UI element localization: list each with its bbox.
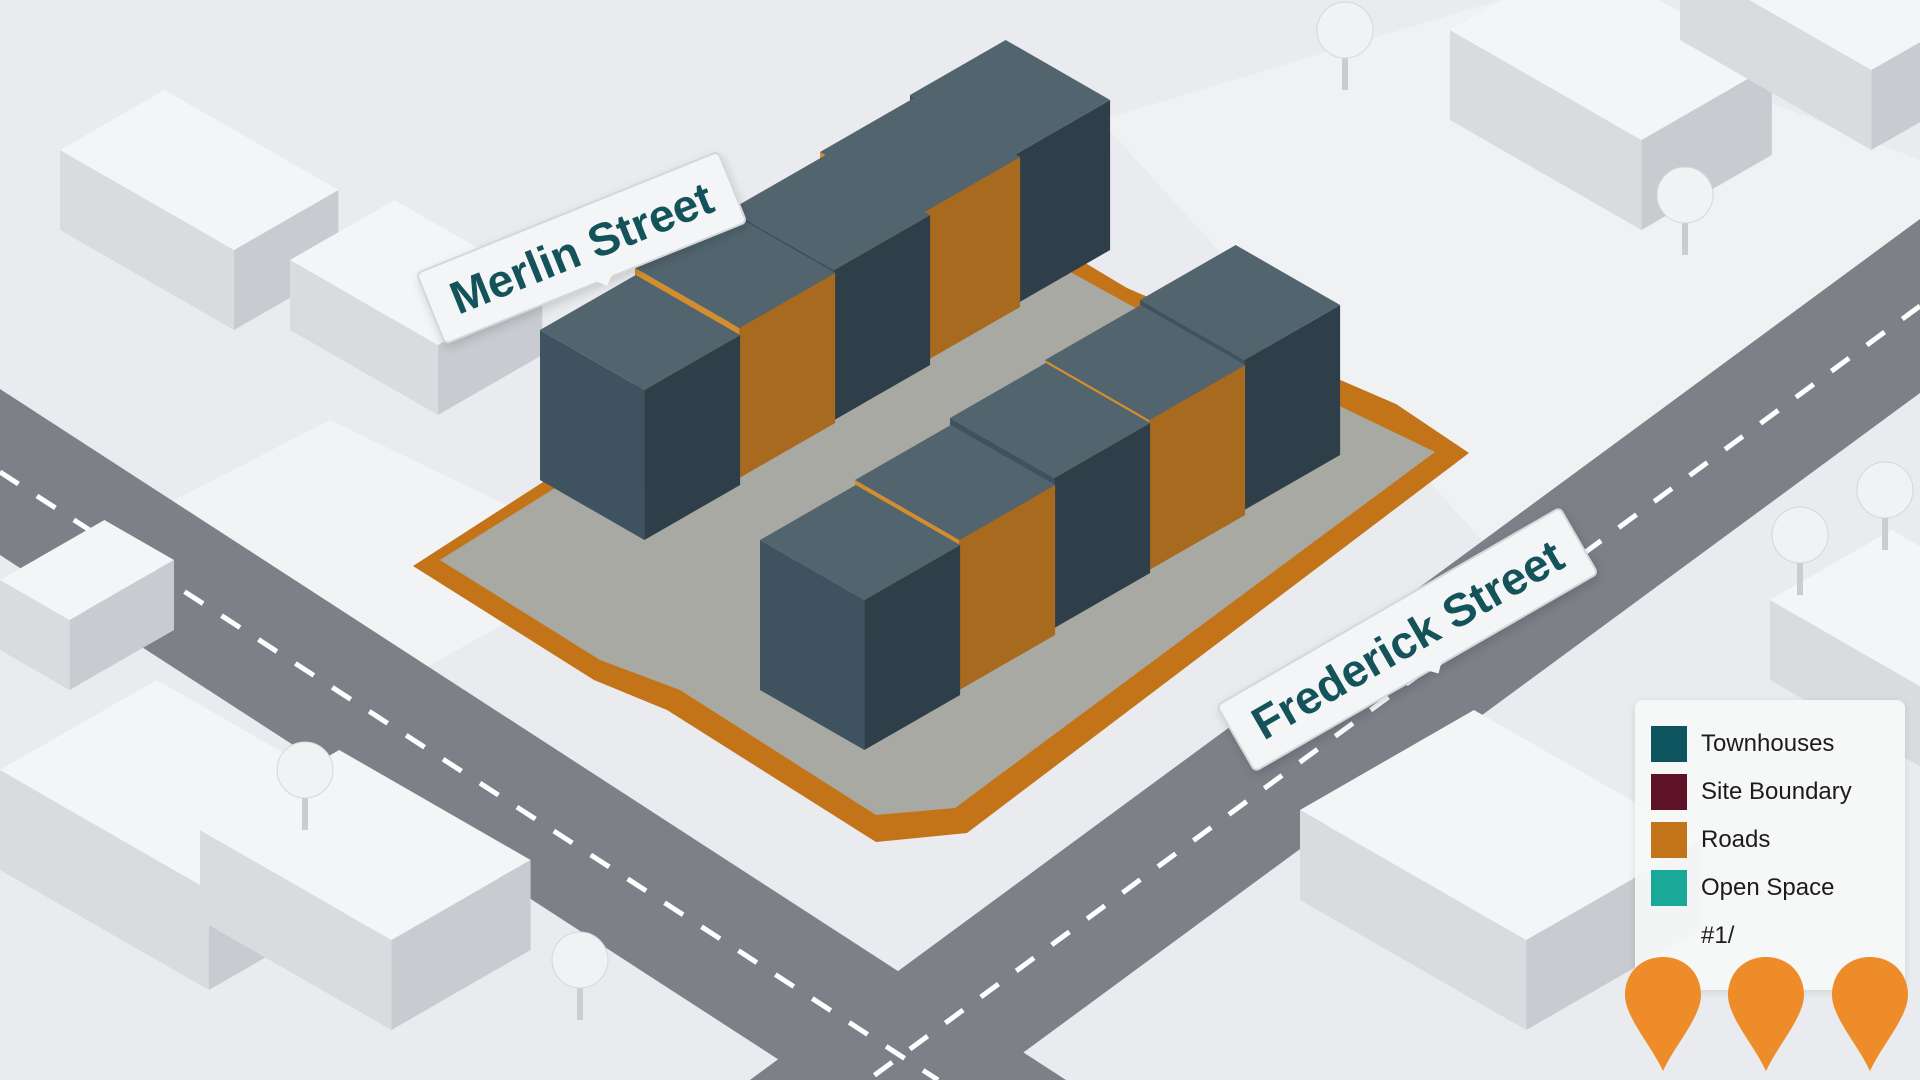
- map-legend: Townhouses Site Boundary Roads Open Spac…: [1635, 700, 1905, 990]
- tree-trunk: [1797, 535, 1803, 595]
- townhouse: [959, 485, 1056, 690]
- townhouse: [760, 540, 865, 750]
- legend-swatch: [1651, 774, 1687, 810]
- townhouse: [910, 40, 1111, 155]
- neighbour-building: [437, 285, 543, 415]
- legend-item-roads: Roads: [1651, 816, 1905, 864]
- neighbour-building: [1300, 710, 1701, 940]
- map-pin-icon[interactable]: [1830, 955, 1910, 1073]
- legend-label: Open Space: [1701, 874, 1835, 901]
- townhouse: [730, 155, 931, 270]
- tree: [551, 931, 609, 989]
- townhouse: [924, 157, 1021, 362]
- road-merlin: [0, 389, 1066, 1080]
- legend-label: Townhouses: [1701, 730, 1835, 757]
- townhouse: [820, 97, 1021, 212]
- legend-item-site-boundary: Site Boundary: [1651, 768, 1905, 816]
- townhouses: [540, 40, 1341, 750]
- townhouse: [1054, 423, 1151, 628]
- townhouse: [1244, 305, 1341, 510]
- neighbour-building: [290, 260, 438, 415]
- tree: [1316, 1, 1374, 59]
- tree-trunk: [1342, 30, 1348, 90]
- map-pin-icon[interactable]: [1726, 955, 1806, 1073]
- townhouse: [950, 363, 1151, 478]
- townhouse: [1045, 305, 1246, 420]
- neighbour-building: [1300, 810, 1527, 1030]
- map-pin-icon[interactable]: [1623, 955, 1703, 1073]
- townhouse: [540, 330, 645, 540]
- tree: [1771, 506, 1829, 564]
- townhouse: [760, 485, 961, 600]
- trees: [276, 1, 1914, 1020]
- legend-item-open-space: Open Space: [1651, 864, 1905, 912]
- legend-item-extra: #1/: [1651, 912, 1905, 960]
- townhouse: [540, 275, 741, 390]
- neighbour-building: [1749, 0, 1920, 70]
- legend-item-townhouses: Townhouses: [1651, 720, 1905, 768]
- neighbour-building: [1450, 30, 1642, 230]
- tree: [1856, 461, 1914, 519]
- tree-trunk: [1682, 195, 1688, 255]
- townhouse: [1149, 365, 1246, 570]
- neighbour-building: [200, 750, 531, 940]
- neighbour-building: [0, 770, 209, 990]
- townhouse: [834, 215, 931, 420]
- legend-extra-text: #1/: [1701, 922, 1735, 949]
- neighbour-building: [1770, 530, 1920, 687]
- townhouse: [644, 335, 741, 540]
- legend-swatch: [1651, 822, 1687, 858]
- townhouse: [739, 273, 836, 478]
- legend-swatch: [1651, 870, 1687, 906]
- neighbour-building: [69, 560, 174, 690]
- neighbour-building: [60, 150, 234, 330]
- neighbour-building: [200, 830, 392, 1030]
- townhouse: [864, 545, 961, 750]
- townhouse: [855, 425, 1056, 540]
- tree-trunk: [1882, 490, 1888, 550]
- neighbour-building: [0, 580, 70, 690]
- neighbour-building: [1871, 42, 1920, 150]
- neighbour-building: [1680, 0, 1872, 150]
- townhouse: [1014, 100, 1111, 305]
- legend-swatch: [1651, 726, 1687, 762]
- legend-label: Roads: [1701, 826, 1771, 853]
- tree-trunk: [577, 960, 583, 1020]
- neighbour-building: [0, 520, 174, 620]
- townhouse: [1140, 245, 1341, 360]
- neighbour-building: [60, 90, 339, 250]
- tree: [276, 741, 334, 799]
- legend-label: Site Boundary: [1701, 778, 1852, 805]
- neighbour-building: [234, 190, 339, 330]
- neighbour-building: [391, 860, 531, 1030]
- tree-trunk: [302, 770, 308, 830]
- tree: [1656, 166, 1714, 224]
